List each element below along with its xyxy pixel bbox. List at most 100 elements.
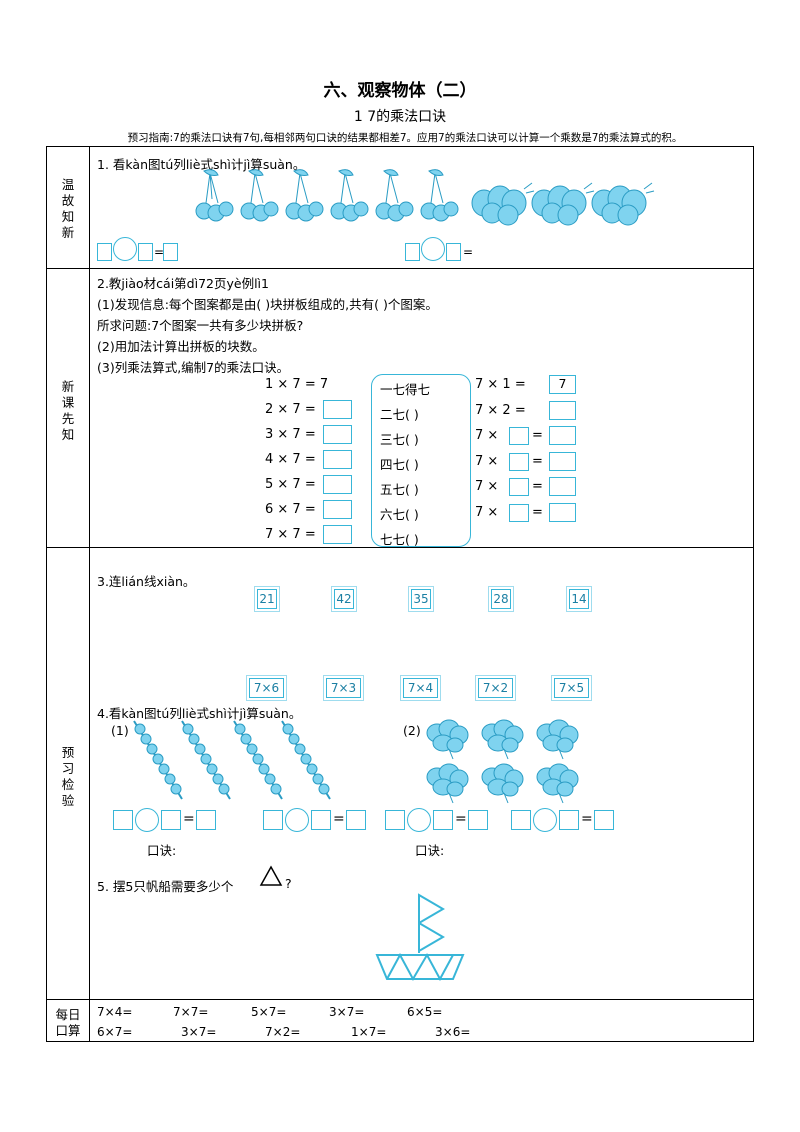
multiplication-equation: 7 × 2 = — [475, 402, 526, 418]
multiplication-rhyme: 四七( ) — [380, 457, 419, 472]
equals-sign: = — [532, 428, 543, 443]
rhyme-frame — [371, 374, 471, 547]
operator-circle[interactable] — [407, 808, 431, 832]
answer-box[interactable] — [549, 426, 576, 445]
equals-sign: = — [532, 504, 543, 520]
answer-box[interactable] — [549, 477, 576, 496]
question-4-text: 4.看kàn图tú列liè式shì计jì算suàn。 — [97, 706, 302, 721]
answer-box[interactable] — [161, 810, 181, 830]
equals-sign: = — [532, 453, 543, 469]
answer-box[interactable] — [97, 243, 112, 261]
answer-box[interactable] — [559, 810, 579, 830]
oral-calculation: 3×6= — [435, 1025, 471, 1039]
q4-part-2-label: (2) — [403, 723, 421, 738]
q1-illustration — [195, 169, 655, 226]
oral-calculation: 7×2= — [265, 1025, 301, 1039]
answer-box[interactable] — [323, 500, 352, 519]
q4-part-1-label: (1) — [111, 723, 129, 738]
preview-guide: 预习指南:7的乘法口诀有7句,每相邻两句口诀的结果都相差7。应用7的乘法口诀可以… — [127, 132, 683, 144]
equals-sign: = — [532, 479, 543, 494]
number-card[interactable]: 42 — [331, 586, 357, 612]
multiplication-equation: 1 × 7 = 7 — [265, 377, 329, 392]
oral-calculation: 6×7= — [97, 1025, 133, 1039]
multiplication-equation: 7 × — [475, 453, 499, 469]
expression-card[interactable]: 7×2 — [475, 675, 516, 701]
operator-circle[interactable] — [113, 237, 137, 261]
question-1-text: 1. 看kàn图tú列liè式shì计jì算suàn。 — [97, 157, 306, 172]
multiplication-rhyme: 七七( ) — [380, 532, 419, 547]
answer-box[interactable] — [509, 478, 529, 496]
answer-box[interactable] — [433, 810, 453, 830]
answer-box[interactable] — [323, 425, 352, 444]
answer-box[interactable] — [446, 243, 461, 261]
operator-circle[interactable] — [421, 237, 445, 261]
answer-box[interactable] — [509, 452, 529, 471]
candied-haws-icon — [133, 720, 331, 800]
answer-box[interactable] — [549, 400, 576, 420]
answer-box[interactable] — [468, 810, 488, 830]
oral-calculation: 5×7= — [251, 1005, 287, 1019]
number-card[interactable]: 21 — [254, 586, 280, 612]
equals-sign: = — [183, 811, 195, 827]
answer-box[interactable] — [263, 810, 283, 830]
equals-sign: = — [581, 811, 593, 827]
multiplication-equation: 7 × 7 = — [265, 527, 316, 542]
question-2-text: 2.教jiào材cái第dì72页yè例lì1 — [97, 276, 269, 291]
answer-box[interactable] — [323, 525, 352, 544]
answer-box[interactable] — [138, 243, 153, 261]
question-3-text: 3.连lián线xiàn。 — [97, 574, 196, 589]
multiplication-equation: 3 × 7 = — [265, 427, 316, 442]
operator-circle[interactable] — [285, 808, 309, 832]
expression-card[interactable]: 7×6 — [246, 675, 287, 701]
expression-card[interactable]: 7×4 — [400, 675, 441, 701]
multiplication-equation: 2 × 7 = — [265, 402, 316, 417]
multiplication-equation: 7 × — [475, 504, 499, 520]
answer-box[interactable] — [549, 451, 576, 471]
answer-box[interactable] — [323, 475, 352, 494]
oral-calculation: 1×7= — [351, 1025, 387, 1039]
page-subtitle: 1 7的乘法口诀 — [353, 109, 447, 125]
oral-calculation: 3×7= — [181, 1025, 217, 1039]
answer-box[interactable] — [405, 243, 420, 261]
answer-box[interactable] — [323, 400, 352, 419]
multiplication-equation: 4 × 7 = — [265, 452, 316, 467]
operator-circle[interactable] — [135, 808, 159, 832]
q2-line-4: (3)列乘法算式,编制7的乘法口诀。 — [97, 360, 290, 375]
q2-line-2: 所求问题:7个图案一共有多少块拼板? — [97, 318, 304, 333]
page-title: 六、观察物体（二） — [323, 81, 477, 101]
operator-circle[interactable] — [533, 808, 557, 832]
multiplication-rhyme: 三七( ) — [380, 432, 419, 447]
row-divider — [47, 268, 753, 269]
question-5-tail: ? — [285, 876, 292, 891]
answer-box[interactable] — [509, 427, 529, 445]
expression-card[interactable]: 7×5 — [551, 675, 592, 701]
oral-calculation: 7×4= — [97, 1005, 133, 1019]
multiplication-rhyme: 六七( ) — [380, 507, 419, 522]
equals-sign: = — [154, 245, 165, 259]
section-label-newlesson: 新课先知 — [61, 379, 75, 442]
number-card[interactable]: 35 — [408, 586, 434, 612]
koujue-label-1: 口诀: — [147, 843, 177, 858]
expression-card[interactable]: 7×3 — [323, 675, 364, 701]
answer-box[interactable] — [346, 810, 366, 830]
worksheet-table: 温故知新 新课先知 预习检验 每日口算 1. 看kàn图tú列liè式shì计j… — [46, 146, 754, 1042]
equals-sign: = — [463, 245, 474, 259]
answer-box[interactable]: 7 — [549, 375, 576, 394]
answer-box[interactable] — [509, 503, 529, 522]
number-card[interactable]: 14 — [566, 586, 592, 612]
answer-box[interactable] — [323, 450, 352, 469]
number-card[interactable]: 28 — [488, 586, 514, 612]
multiplication-equation: 6 × 7 = — [265, 502, 316, 517]
q2-line-1: (1)发现信息:每个图案都是由( )块拼板组成的,共有( )个图案。 — [97, 297, 438, 312]
answer-box[interactable] — [196, 810, 216, 830]
answer-box[interactable] — [385, 810, 405, 830]
answer-box[interactable] — [113, 810, 133, 830]
oral-calculation: 7×7= — [173, 1005, 209, 1019]
answer-box[interactable] — [311, 810, 331, 830]
triangle-icon — [259, 865, 283, 886]
answer-box[interactable] — [163, 243, 178, 261]
answer-box[interactable] — [511, 810, 531, 830]
answer-box[interactable] — [594, 810, 614, 830]
flowers-icon — [426, 719, 579, 804]
answer-box[interactable] — [549, 502, 576, 522]
